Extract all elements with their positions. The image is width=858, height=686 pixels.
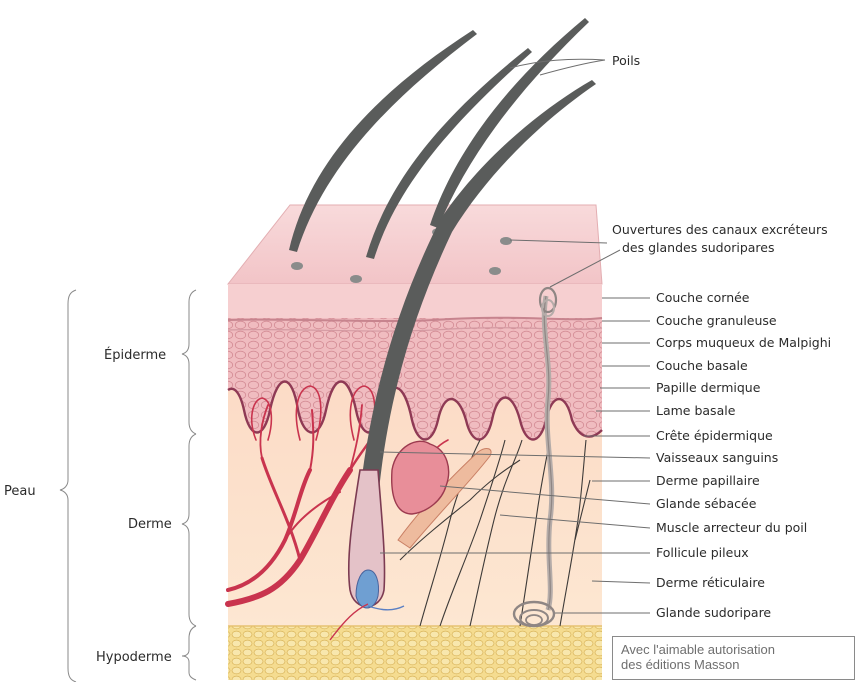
- label-papille-dermique: Papille dermique: [656, 380, 761, 395]
- label-lame-basale: Lame basale: [656, 403, 736, 418]
- label-couche-granuleuse: Couche granuleuse: [656, 313, 777, 328]
- label-follicule-pileux: Follicule pileux: [656, 545, 749, 560]
- label-ouvertures-1: Ouvertures des canaux excréteurs: [612, 222, 828, 237]
- label-vaisseaux-sanguins: Vaisseaux sanguins: [656, 450, 778, 465]
- label-ouvertures-2: des glandes sudoripares: [622, 240, 775, 255]
- group-label-epiderme: Épiderme: [104, 347, 166, 363]
- label-couche-basale: Couche basale: [656, 358, 748, 373]
- label-poils: Poils: [612, 53, 640, 68]
- group-label-hypoderme: Hypoderme: [96, 650, 172, 665]
- credit-line-1: Avec l'aimable autorisation: [621, 642, 846, 657]
- label-derme-papillaire: Derme papillaire: [656, 473, 760, 488]
- credit-box: Avec l'aimable autorisation des éditions…: [612, 636, 855, 680]
- label-couche-cornee: Couche cornée: [656, 290, 750, 305]
- label-derme-reticulaire: Derme réticulaire: [656, 575, 765, 590]
- credit-line-2: des éditions Masson: [621, 657, 846, 672]
- label-glande-sudoripare: Glande sudoripare: [656, 605, 771, 620]
- label-crete-epidermique: Crête épidermique: [656, 428, 773, 443]
- label-corps-muqueux: Corps muqueux de Malpighi: [656, 335, 831, 350]
- group-label-peau: Peau: [4, 484, 36, 499]
- label-glande-sebacee: Glande sébacée: [656, 496, 757, 511]
- group-label-derme: Derme: [128, 517, 172, 532]
- label-muscle-arrecteur: Muscle arrecteur du poil: [656, 520, 807, 535]
